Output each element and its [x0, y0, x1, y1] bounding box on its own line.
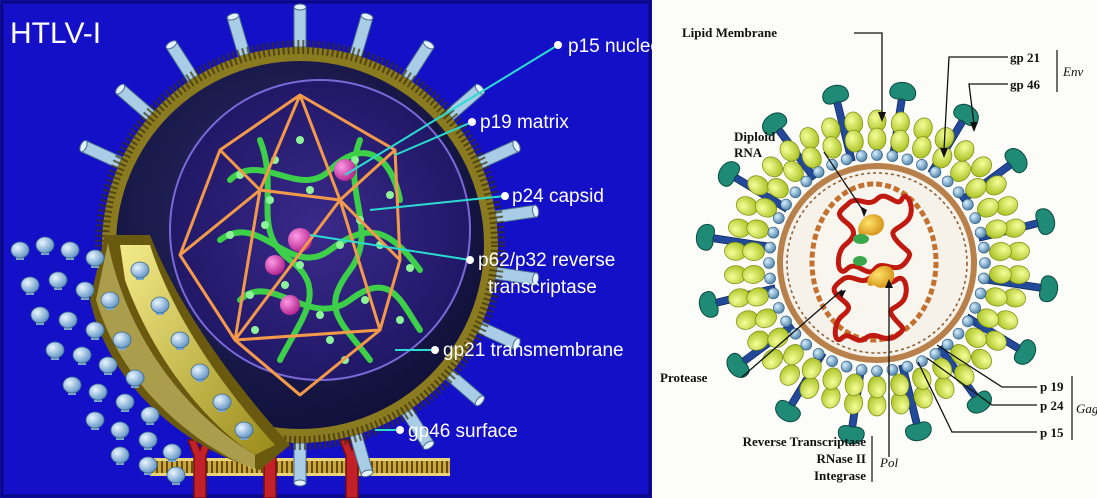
label-p62-p32-line2: transcriptase	[488, 277, 597, 298]
label-p19: p 19	[1040, 379, 1064, 394]
matrix-bead	[902, 154, 913, 165]
matrix-bead	[765, 273, 776, 284]
matrix-bead	[827, 356, 838, 367]
label-p62-p32-line1: p62/p32 reverse	[478, 250, 615, 271]
matrix-bead	[962, 316, 973, 327]
label-diploid-line1: Diploid	[734, 129, 776, 144]
matrix-bead	[978, 273, 989, 284]
matrix-bead	[768, 288, 779, 299]
matrix-bead	[916, 159, 927, 170]
label-gp21: gp 21	[1010, 50, 1040, 65]
matrix-bead	[953, 187, 964, 198]
lipid-unit	[868, 376, 886, 398]
label-gag: Gag	[1076, 401, 1097, 416]
matrix-bead	[942, 176, 953, 187]
matrix-bead	[764, 258, 775, 269]
matrix-bead	[970, 213, 981, 224]
matrix-bead	[975, 288, 986, 299]
matrix-bead	[773, 302, 784, 313]
matrix-bead	[790, 187, 801, 198]
label-p19-matrix: p19 matrix	[480, 112, 569, 133]
rna-dot	[326, 336, 334, 344]
matrix-bead	[765, 242, 776, 253]
label-rnase-ii: RNase II	[817, 451, 866, 466]
rna-dot	[246, 291, 254, 299]
rna-dot	[316, 311, 324, 319]
rna-dot	[281, 281, 289, 289]
rna-dot	[266, 196, 274, 204]
matrix-bead	[930, 348, 941, 359]
matrix-bead	[916, 356, 927, 367]
matrix-bead	[781, 316, 792, 327]
rna-dot	[261, 221, 269, 229]
htlv-3d-panel: HTLV-I p15 nucleocapsid p19 matrix p24 c…	[0, 0, 652, 498]
matrix-bead	[856, 364, 867, 375]
rna-dot	[296, 136, 304, 144]
label-p24-capsid: p24 capsid	[512, 186, 604, 207]
matrix-bead	[841, 361, 852, 372]
matrix-bead	[781, 199, 792, 210]
matrix-bead	[813, 348, 824, 359]
rna-dot	[396, 316, 404, 324]
matrix-bead	[801, 176, 812, 187]
matrix-bead	[980, 258, 991, 269]
rna-dot	[386, 191, 394, 199]
matrix-bead	[768, 227, 779, 238]
label-gp46: gp 46	[1010, 77, 1040, 92]
label-p15: p 15	[1040, 425, 1064, 440]
matrix-bead	[962, 199, 973, 210]
rna-dot	[296, 261, 304, 269]
matrix-bead	[887, 151, 898, 162]
matrix-bead	[801, 339, 812, 350]
label-integrase: Integrase	[814, 468, 866, 483]
matrix-bead	[813, 167, 824, 178]
matrix-bead	[856, 151, 867, 162]
nucleocapsid-core	[812, 184, 936, 340]
matrix-bead	[872, 150, 883, 161]
htlv-3d-illustration: HTLV-I p15 nucleocapsid p19 matrix p24 c…	[0, 0, 652, 498]
label-gp21-transmembrane: gp21 transmembrane	[443, 340, 624, 361]
rna-dot	[336, 241, 344, 249]
htlv-schematic-illustration: Lipid Membrane Diploid RNA gp 21 gp 46 E…	[652, 0, 1097, 498]
lipid-unit	[868, 128, 886, 150]
rna-dot	[306, 186, 314, 194]
label-reverse-transcriptase: Reverse Transcriptase	[743, 434, 867, 449]
matrix-bead	[975, 227, 986, 238]
label-lipid-membrane: Lipid Membrane	[682, 25, 777, 40]
rna-dot	[251, 326, 259, 334]
matrix-bead	[902, 361, 913, 372]
matrix-bead	[942, 339, 953, 350]
rna-dot	[361, 296, 369, 304]
matrix-bead	[978, 242, 989, 253]
label-diploid-line2: RNA	[734, 145, 763, 160]
htlv-schematic-panel: Lipid Membrane Diploid RNA gp 21 gp 46 E…	[652, 0, 1097, 498]
matrix-bead	[872, 366, 883, 377]
matrix-bead	[953, 328, 964, 339]
rna-dot	[226, 231, 234, 239]
matrix-bead	[841, 154, 852, 165]
label-pol: Pol	[879, 455, 898, 470]
panel-title: HTLV-I	[10, 17, 101, 50]
label-p24: p 24	[1040, 398, 1064, 413]
label-protease: Protease	[660, 370, 708, 385]
rna-dot	[406, 264, 414, 272]
label-p15-nucleocapsid: p15 nucleocapsid	[568, 36, 652, 57]
matrix-bead	[970, 302, 981, 313]
matrix-bead	[773, 213, 784, 224]
label-env: Env	[1062, 64, 1083, 79]
matrix-bead	[930, 167, 941, 178]
label-gp46-surface: gp46 surface	[408, 421, 518, 442]
